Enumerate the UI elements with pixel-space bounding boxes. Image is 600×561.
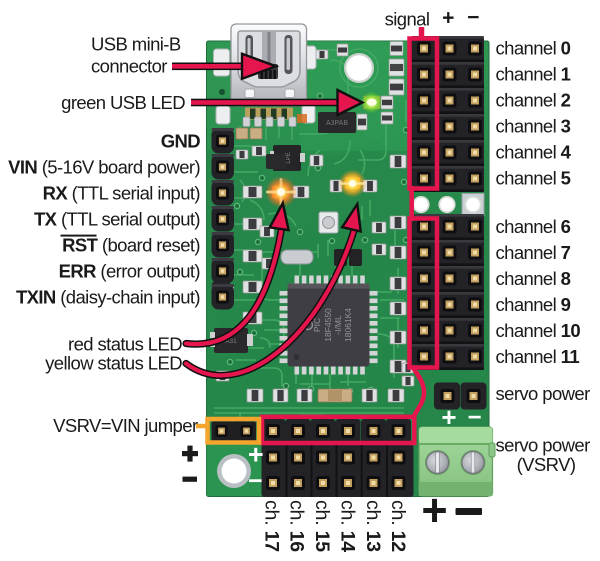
svg-text:-I/ML: -I/ML (333, 315, 343, 335)
svg-text:channel 7: channel 7 (496, 242, 571, 263)
svg-text:servo power: servo power (496, 435, 591, 456)
svg-text:GND: GND (161, 131, 201, 152)
svg-text:channel 0: channel 0 (496, 38, 571, 59)
svg-text:red status LED: red status LED (68, 334, 182, 355)
svg-text:ch. 17: ch. 17 (261, 500, 283, 552)
svg-text:ch. 15: ch. 15 (311, 500, 333, 552)
svg-text:VSRV=VIN jumper: VSRV=VIN jumper (53, 415, 198, 436)
svg-text:A31: A31 (225, 338, 237, 345)
svg-text:TXIN (daisy-chain input): TXIN (daisy-chain input) (16, 287, 200, 308)
svg-text:ch. 12: ch. 12 (387, 500, 409, 552)
svg-text:VIN (5-16V board power): VIN (5-16V board power) (8, 157, 200, 178)
svg-text:channel 5: channel 5 (496, 168, 571, 189)
svg-text:TX (TTL serial output): TX (TTL serial output) (34, 209, 200, 230)
svg-text:servo power: servo power (496, 383, 591, 404)
svg-text:+: + (421, 485, 447, 536)
svg-text:channel 6: channel 6 (496, 216, 571, 237)
svg-text:+: + (248, 440, 263, 470)
svg-text:18061K4: 18061K4 (343, 308, 353, 342)
svg-text:RX (TTL serial input): RX (TTL serial input) (43, 183, 201, 204)
svg-text:signal: signal (385, 9, 430, 30)
svg-text:channel 11: channel 11 (496, 346, 580, 367)
svg-text:RST (board reset): RST (board reset) (62, 235, 200, 256)
svg-text:+: + (442, 7, 454, 30)
svg-text:A3PAB: A3PAB (326, 120, 348, 127)
svg-text:channel 8: channel 8 (496, 268, 571, 289)
svg-text:ERR (error output): ERR (error output) (59, 261, 201, 282)
svg-text:yellow status LED: yellow status LED (45, 353, 182, 374)
svg-text:ch. 13: ch. 13 (362, 500, 384, 552)
svg-text:connector: connector (91, 56, 167, 77)
svg-text:channel 3: channel 3 (496, 116, 571, 137)
svg-text:−: − (248, 467, 262, 495)
svg-text:LPE: LPE (286, 152, 292, 163)
svg-text:ch. 16: ch. 16 (286, 500, 308, 552)
svg-text:channel 9: channel 9 (496, 294, 571, 315)
svg-text:channel 2: channel 2 (496, 90, 571, 111)
svg-text:USB mini-B: USB mini-B (91, 34, 181, 55)
svg-text:PIC: PIC (312, 318, 322, 332)
svg-text:+: + (441, 402, 456, 432)
svg-text:channel 10: channel 10 (496, 320, 581, 341)
svg-text:green USB LED: green USB LED (61, 92, 185, 113)
svg-text:(VSRV): (VSRV) (517, 454, 576, 475)
svg-text:18F4550: 18F4550 (323, 308, 333, 342)
svg-text:channel 1: channel 1 (496, 64, 571, 85)
svg-text:ch. 14: ch. 14 (337, 500, 359, 552)
svg-text:−: − (468, 404, 482, 431)
svg-text:−: − (467, 6, 479, 29)
svg-text:channel 4: channel 4 (496, 142, 572, 163)
